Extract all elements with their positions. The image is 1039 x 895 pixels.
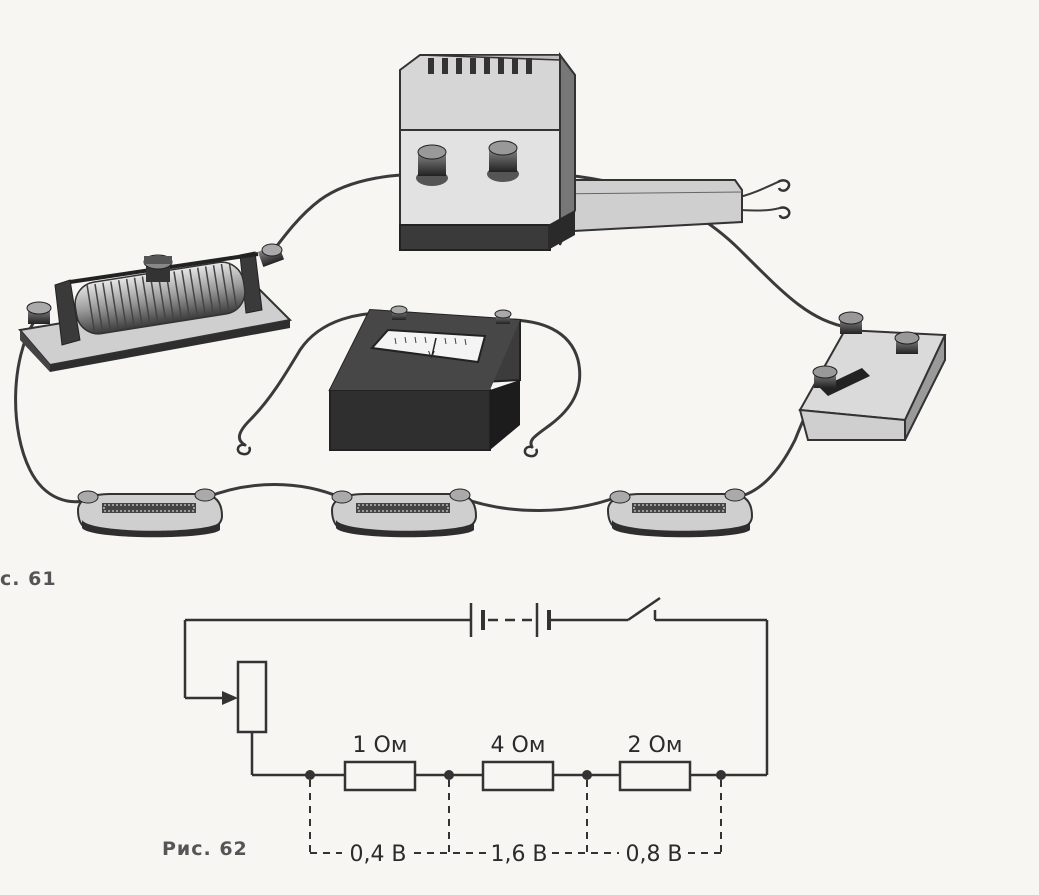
wires — [14, 170, 852, 512]
power-terminal-right — [487, 140, 519, 182]
resistor-2-symbol — [481, 760, 555, 792]
rheostat — [18, 243, 293, 372]
switch-terminal-right — [894, 331, 920, 354]
schematic-labels: 1 Ом 4 Ом 2 Ом 0,4 В 1,6 В 0,8 В — [349, 733, 682, 867]
switch-symbol — [627, 596, 661, 622]
switch-terminal-left — [812, 365, 838, 388]
power-supply — [399, 52, 743, 251]
resistor-1-symbol — [343, 760, 417, 792]
voltmeter-terminal-left — [390, 305, 408, 320]
rheostat-terminal-left — [26, 301, 52, 324]
power-terminal-left — [416, 144, 448, 186]
battery-symbol — [469, 603, 551, 637]
voltmeter-scale — [394, 336, 467, 346]
resistor-3-label: 2 Ом — [628, 733, 683, 758]
rheostat-terminal-right — [257, 243, 285, 267]
voltmeter-terminal-right — [494, 309, 512, 324]
vent-slots — [428, 58, 532, 74]
figure-61-pictorial: V — [14, 52, 947, 538]
resistor-2-label: 4 Ом — [491, 733, 546, 758]
figure-61-caption: с. 61 — [0, 568, 57, 590]
figure-62-caption: Рис. 62 — [162, 838, 248, 860]
switch-lever — [820, 368, 870, 396]
resistor-3-symbol — [618, 760, 692, 792]
rheostat-symbol — [236, 660, 268, 734]
figure-62-schematic — [183, 596, 769, 854]
rheostat-coil-windings — [86, 262, 238, 333]
voltmeter: V — [328, 305, 521, 451]
voltage-2-label: 1,6 В — [490, 842, 547, 867]
resistor-3-pictorial — [606, 488, 754, 538]
resistor-1-label: 1 Ом — [353, 733, 408, 758]
voltage-measurement-leads — [309, 780, 722, 854]
switch-terminal-top — [838, 311, 864, 334]
junction-nodes — [305, 770, 726, 780]
voltmeter-glyph: V — [428, 350, 435, 361]
wire-lugs — [236, 179, 791, 458]
voltmeter-needle — [431, 337, 437, 357]
voltage-3-label: 0,8 В — [625, 842, 682, 867]
resistor-2-pictorial — [330, 488, 478, 538]
rheostat-slider — [143, 254, 173, 282]
rheostat-slider-arrow — [222, 691, 238, 705]
voltage-1-label: 0,4 В — [349, 842, 406, 867]
resistor-1-pictorial — [76, 488, 224, 538]
switch — [798, 311, 947, 441]
